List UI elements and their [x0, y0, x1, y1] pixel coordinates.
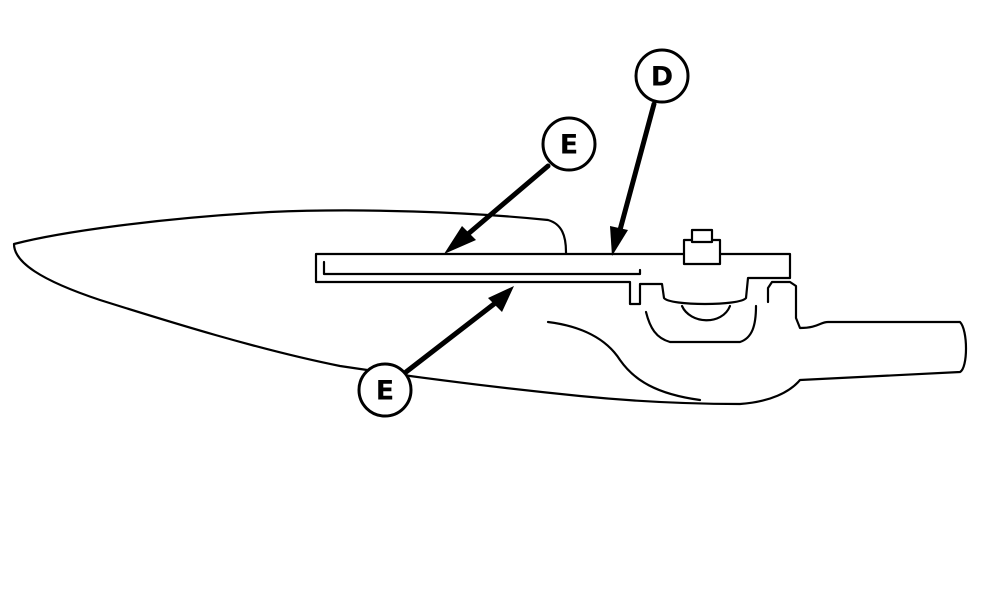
callout-e-lower: E: [357, 362, 413, 418]
blade-contour-line: [546, 320, 702, 402]
leader-e-lower: [403, 301, 497, 375]
retaining-plate: [314, 252, 792, 306]
callout-e-upper-label: E: [560, 130, 578, 161]
callout-d-circle: [634, 48, 690, 104]
callout-e-upper: E: [541, 116, 597, 172]
bolt-nut: [690, 228, 714, 244]
leader-e-upper: [465, 163, 551, 237]
arrowhead-e-upper: [444, 226, 476, 254]
retaining-plate-slot: [322, 260, 642, 276]
blade-body-outline: [12, 209, 968, 406]
callout-e-upper-circle: [541, 116, 597, 172]
callout-e-lower-label: E: [376, 376, 394, 407]
bolt-head: [682, 238, 722, 266]
leader-d: [617, 101, 657, 233]
callout-e-lower-circle: [357, 362, 413, 418]
arrowhead-e-lower: [488, 286, 514, 312]
pivot-lip: [644, 304, 758, 344]
callout-d-label: D: [651, 62, 673, 93]
callout-d: D: [634, 48, 690, 104]
arrowhead-d: [610, 226, 628, 256]
bolt-boss: [680, 304, 732, 322]
